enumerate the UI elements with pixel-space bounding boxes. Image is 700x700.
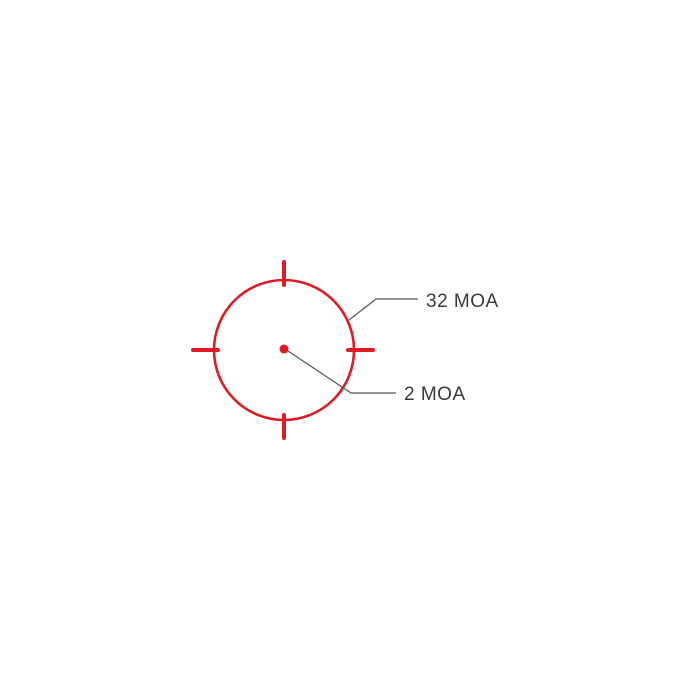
leader-line-2-moa [287,350,396,394]
label-32-moa: 32 MOA [426,291,499,312]
label-2-moa: 2 MOA [404,384,466,405]
center-dot [279,344,289,354]
leader-line-32-moa [348,298,418,321]
